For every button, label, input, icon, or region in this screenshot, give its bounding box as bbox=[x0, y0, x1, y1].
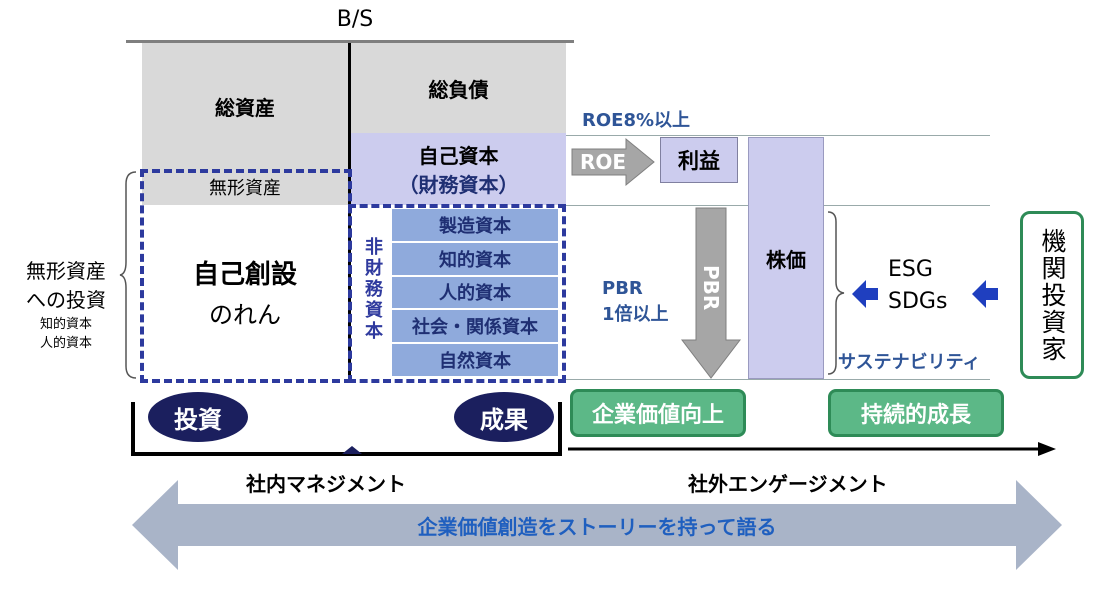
social-relationship-capital: 社会・関係資本 bbox=[392, 310, 558, 345]
institutional-investors: 機関投資家 bbox=[1020, 211, 1084, 379]
left-label-line1: 無形資産 bbox=[26, 259, 106, 283]
non-financial-capital-label: 非財務資本 bbox=[362, 236, 383, 342]
ref-line-bottom bbox=[566, 379, 990, 380]
goodwill-label: のれん bbox=[209, 301, 281, 329]
story-double-arrow bbox=[132, 480, 1062, 570]
pbr-target-line2: 1倍以上 bbox=[602, 304, 669, 325]
equity-label: 自己資本 bbox=[418, 144, 499, 168]
pbr-target: PBR 1倍以上 bbox=[602, 276, 669, 328]
sustainability-label: サステナビリティ bbox=[838, 352, 981, 373]
self-created-goodwill: 自己創設 のれん bbox=[142, 205, 348, 379]
right-brace bbox=[827, 211, 845, 375]
natural-capital: 自然資本 bbox=[392, 344, 558, 376]
pbr-arrow bbox=[680, 207, 742, 379]
result-ellipse: 成果 bbox=[454, 392, 554, 442]
total-liabilities: 総負債 bbox=[351, 43, 566, 133]
internal-management-label: 社内マネジメント bbox=[246, 472, 406, 496]
financial-capital-label: （財務資本） bbox=[398, 173, 519, 197]
left-label-line4: 人的資本 bbox=[39, 336, 92, 351]
human-capital: 人的資本 bbox=[392, 276, 558, 311]
stock-price: 株価 bbox=[748, 137, 824, 379]
pbr-arrow-label: PBR bbox=[699, 265, 723, 311]
pbr-target-line1: PBR bbox=[602, 278, 643, 299]
bs-top-line bbox=[126, 40, 574, 43]
investor-left-arrow bbox=[972, 280, 998, 308]
profit-box: 利益 bbox=[660, 137, 738, 183]
self-created-label: 自己創設 bbox=[192, 260, 297, 290]
sdgs-label: SDGs bbox=[888, 289, 948, 314]
intellectual-capital: 知的資本 bbox=[392, 242, 558, 277]
esg-left-arrow bbox=[852, 280, 878, 308]
left-label: 無形資産 への投資 知的資本 人的資本 bbox=[10, 255, 122, 351]
institutional-investors-label: 機関投資家 bbox=[1038, 227, 1067, 363]
story-label: 企業価値創造をストーリーを持って語る bbox=[417, 514, 777, 539]
internal-bracket bbox=[131, 402, 562, 456]
non-financial-dashed-outline bbox=[348, 204, 566, 383]
manufactured-capital: 製造資本 bbox=[392, 209, 558, 243]
equity-financial-capital: 自己資本 （財務資本） bbox=[351, 133, 566, 205]
roe-target: ROE8%以上 bbox=[582, 110, 691, 131]
timeline-arrow bbox=[568, 442, 1056, 456]
esg-sdgs-label: ESG SDGs bbox=[888, 254, 947, 318]
ref-line-top bbox=[566, 135, 990, 136]
external-engagement-label: 社外エンゲージメント bbox=[688, 472, 888, 496]
intangible-dashed-outline bbox=[140, 169, 352, 383]
capital-list: 製造資本 知的資本 人的資本 社会・関係資本 自然資本 bbox=[392, 209, 558, 376]
left-label-line2: への投資 bbox=[26, 288, 106, 312]
left-brace bbox=[119, 171, 137, 379]
total-assets: 総資産 bbox=[142, 43, 348, 169]
intangible-assets: 無形資産 bbox=[142, 169, 348, 205]
bs-title: B/S bbox=[336, 6, 374, 32]
esg-label: ESG bbox=[888, 257, 933, 282]
left-label-line3: 知的資本 bbox=[39, 317, 92, 332]
sustainable-growth-box: 持続的成長 bbox=[828, 389, 1004, 437]
value-up-box: 企業価値向上 bbox=[570, 389, 746, 437]
investment-ellipse: 投資 bbox=[148, 392, 248, 442]
roe-arrow bbox=[571, 137, 655, 187]
roe-arrow-label: ROE bbox=[579, 150, 627, 174]
